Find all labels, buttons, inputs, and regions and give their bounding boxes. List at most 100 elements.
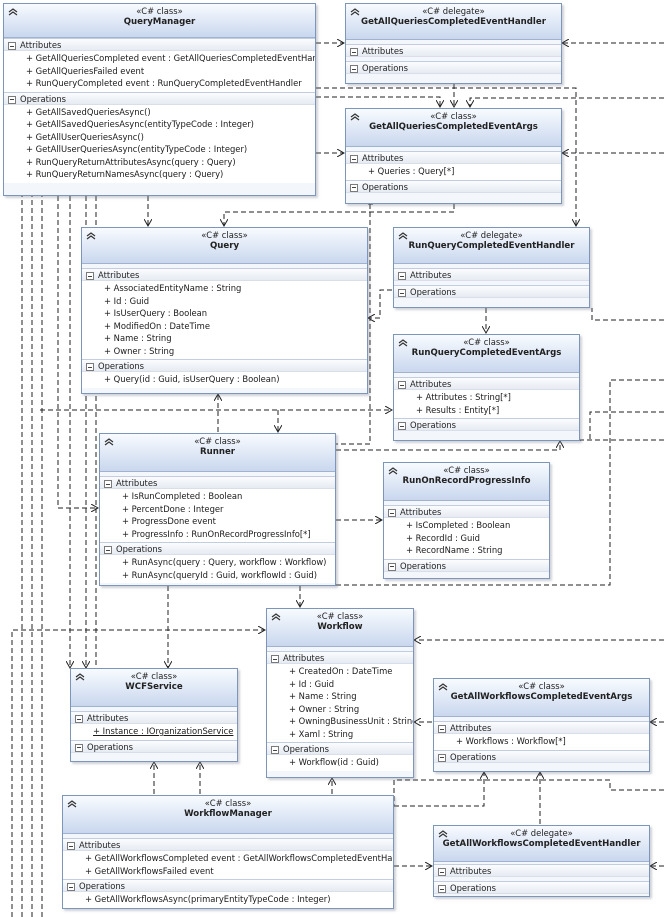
collapse-chevron-icon[interactable] <box>398 231 408 241</box>
class-workflow-manager[interactable]: «C# class» WorkflowManager Attributes + … <box>62 795 394 909</box>
collapse-minus-icon[interactable] <box>350 155 358 163</box>
collapse-minus-icon[interactable] <box>67 842 75 850</box>
collapse-minus-icon[interactable] <box>75 743 83 752</box>
operations-section[interactable]: Operations <box>384 558 549 572</box>
class-header[interactable]: «C# class» Runner <box>100 434 335 472</box>
attributes-section[interactable]: Attributes <box>63 838 393 851</box>
section-label: Attributes <box>362 153 404 163</box>
collapse-minus-icon[interactable] <box>67 883 75 891</box>
class-header[interactable]: «C# delegate» GetAllWorkflowsCompletedEv… <box>434 826 649 862</box>
collapse-minus-icon[interactable] <box>271 746 279 754</box>
collapse-minus-icon[interactable] <box>438 885 446 893</box>
class-query[interactable]: «C# class» Query Attributes + Associated… <box>81 227 368 394</box>
collapse-chevron-icon[interactable] <box>350 112 360 122</box>
attributes-section[interactable]: Attributes <box>346 151 561 164</box>
class-get-all-workflows-args[interactable]: «C# class» GetAllWorkflowsCompletedEvent… <box>433 678 650 772</box>
class-header[interactable]: «C# class» RunQueryCompletedEventArgs <box>394 335 579 373</box>
attributes-section[interactable]: Attributes <box>434 864 649 877</box>
class-header[interactable]: «C# class» WCFService <box>71 669 237 707</box>
collapse-minus-icon[interactable] <box>350 65 358 73</box>
collapse-chevron-icon[interactable] <box>398 338 408 348</box>
class-runner[interactable]: «C# class» Runner Attributes + IsRunComp… <box>99 433 336 586</box>
collapse-minus-icon[interactable] <box>8 95 16 104</box>
operation-item: + Workflow(id : Guid) <box>289 757 379 767</box>
operations-section[interactable]: Operations <box>346 61 561 74</box>
collapse-chevron-icon[interactable] <box>388 466 398 476</box>
collapse-minus-icon[interactable] <box>398 289 406 297</box>
class-header[interactable]: «C# delegate» RunQueryCompletedEventHand… <box>394 228 589 264</box>
class-get-all-workflows-handler[interactable]: «C# delegate» GetAllWorkflowsCompletedEv… <box>433 825 650 897</box>
operations-section[interactable]: Operations <box>434 881 649 894</box>
operations-section[interactable]: Operations <box>82 359 367 372</box>
class-run-on-record-progress-info[interactable]: «C# class» RunOnRecordProgressInfo Attri… <box>383 462 550 579</box>
collapse-chevron-icon[interactable] <box>438 682 448 692</box>
operations-section[interactable]: Operations <box>346 179 561 193</box>
attributes-section[interactable]: Attributes <box>100 476 335 489</box>
class-header[interactable]: «C# class» QueryManager <box>4 4 315 38</box>
section-label: Operations <box>79 881 126 891</box>
collapse-minus-icon[interactable] <box>398 381 406 389</box>
class-header[interactable]: «C# class» WorkflowManager <box>63 796 393 834</box>
attributes-section[interactable]: Attributes <box>71 711 237 724</box>
attribute-item: + Name : String <box>104 333 172 343</box>
collapse-minus-icon[interactable] <box>438 725 446 733</box>
attributes-section[interactable]: Attributes <box>346 44 561 57</box>
collapse-minus-icon[interactable] <box>104 546 112 554</box>
class-header[interactable]: «C# class» RunOnRecordProgressInfo <box>384 463 549 501</box>
attributes-section[interactable]: Attributes <box>4 38 315 51</box>
collapse-minus-icon[interactable] <box>438 868 446 876</box>
class-header[interactable]: «C# class» Workflow <box>267 609 413 647</box>
collapse-minus-icon[interactable] <box>350 183 358 192</box>
collapse-minus-icon[interactable] <box>388 562 396 571</box>
attributes-section[interactable]: Attributes <box>82 268 367 281</box>
class-wcf-service[interactable]: «C# class» WCFService Attributes + Insta… <box>70 668 238 762</box>
class-run-query-args[interactable]: «C# class» RunQueryCompletedEventArgs At… <box>393 334 580 441</box>
collapse-chevron-icon[interactable] <box>350 7 360 17</box>
operation-item: + Query(id : Guid, isUserQuery : Boolean… <box>104 374 280 384</box>
collapse-chevron-icon[interactable] <box>75 672 85 682</box>
operations-section[interactable]: Operations <box>71 739 237 753</box>
collapse-minus-icon[interactable] <box>398 272 406 280</box>
class-query-manager[interactable]: «C# class» QueryManager Attributes + Get… <box>3 3 316 196</box>
collapse-chevron-icon[interactable] <box>271 612 281 622</box>
class-header[interactable]: «C# class» GetAllQueriesCompletedEventAr… <box>346 109 561 147</box>
class-workflow[interactable]: «C# class» Workflow Attributes + Created… <box>266 608 414 778</box>
collapse-minus-icon[interactable] <box>388 509 396 517</box>
collapse-minus-icon[interactable] <box>438 753 446 762</box>
section-label: Attributes <box>410 379 452 389</box>
operations-section[interactable]: Operations <box>63 879 393 892</box>
attribute-item: + GetAllQueriesCompleted event : GetAllQ… <box>26 53 315 63</box>
attribute-item: + GetAllWorkflowsCompleted event : GetAl… <box>85 853 393 863</box>
collapse-minus-icon[interactable] <box>350 48 358 56</box>
attributes-section[interactable]: Attributes <box>394 377 579 390</box>
collapse-chevron-icon[interactable] <box>104 437 114 447</box>
collapse-minus-icon[interactable] <box>104 480 112 488</box>
collapse-chevron-icon[interactable] <box>86 231 96 241</box>
operations-section[interactable]: Operations <box>4 91 315 105</box>
class-header[interactable]: «C# class» GetAllWorkflowsCompletedEvent… <box>434 679 649 717</box>
operations-section[interactable]: Operations <box>394 285 589 298</box>
collapse-chevron-icon[interactable] <box>438 829 448 839</box>
collapse-minus-icon[interactable] <box>86 272 94 280</box>
operations-section[interactable]: Operations <box>434 749 649 763</box>
class-run-query-handler[interactable]: «C# delegate» RunQueryCompletedEventHand… <box>393 227 590 308</box>
class-header[interactable]: «C# delegate» GetAllQueriesCompletedEven… <box>346 4 561 40</box>
class-get-all-queries-args[interactable]: «C# class» GetAllQueriesCompletedEventAr… <box>345 108 562 204</box>
collapse-chevron-icon[interactable] <box>8 7 18 17</box>
collapse-minus-icon[interactable] <box>8 42 16 50</box>
collapse-minus-icon[interactable] <box>271 655 279 663</box>
operations-section[interactable]: Operations <box>100 542 335 555</box>
collapse-minus-icon[interactable] <box>75 715 83 723</box>
attributes-section[interactable]: Attributes <box>267 651 413 664</box>
collapse-chevron-icon[interactable] <box>67 799 77 809</box>
class-header[interactable]: «C# class» Query <box>82 228 367 264</box>
collapse-minus-icon[interactable] <box>86 363 94 371</box>
attributes-section[interactable]: Attributes <box>394 268 589 281</box>
attribute-item: + ModifiedOn : DateTime <box>104 320 210 331</box>
operations-section[interactable]: Operations <box>267 742 413 755</box>
operations-section[interactable]: Operations <box>394 418 579 431</box>
attributes-section[interactable]: Attributes <box>434 721 649 734</box>
class-get-all-queries-handler[interactable]: «C# delegate» GetAllQueriesCompletedEven… <box>345 3 562 84</box>
attributes-section[interactable]: Attributes <box>384 505 549 518</box>
collapse-minus-icon[interactable] <box>398 422 406 430</box>
